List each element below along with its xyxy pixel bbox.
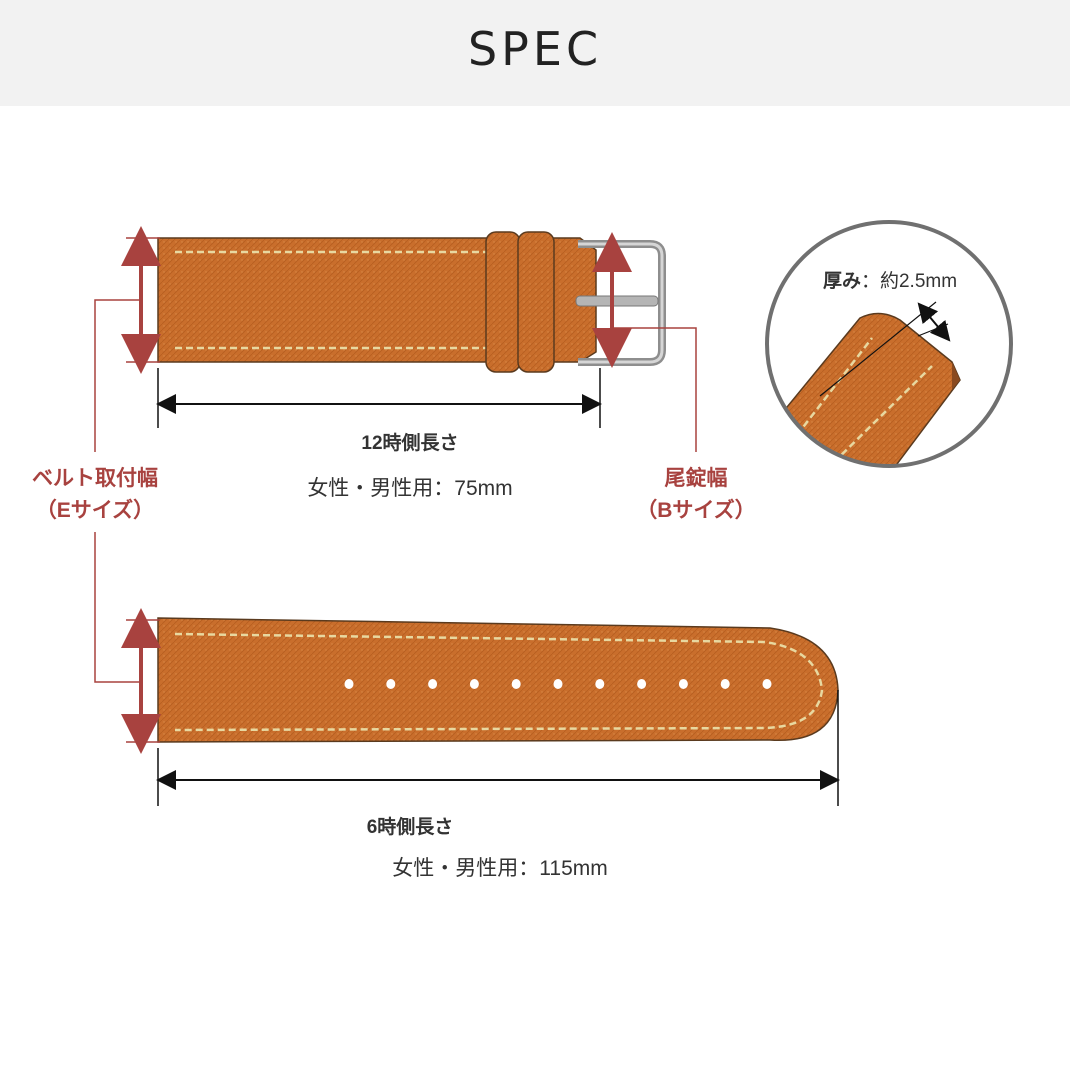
strap-hole bbox=[511, 679, 521, 689]
strap-hole bbox=[386, 679, 396, 689]
strap-hole bbox=[762, 679, 772, 689]
strap-hole bbox=[637, 679, 647, 689]
strap-hole bbox=[678, 679, 688, 689]
page-title: SPEC bbox=[467, 22, 603, 76]
strap-hole bbox=[720, 679, 730, 689]
buckle-width-dimension bbox=[592, 232, 697, 452]
thickness-label: 厚み：約2.5mm bbox=[800, 266, 980, 293]
thickness-value: ：約2.5mm bbox=[860, 271, 958, 292]
buckle-width-size: （Bサイズ） bbox=[636, 499, 756, 522]
upper-strap bbox=[157, 231, 597, 373]
lug-width-label: ベルト取付幅 bbox=[32, 467, 158, 490]
header-bar bbox=[0, 0, 1070, 106]
long-length-value: 女性・男性用：75mm bbox=[307, 477, 513, 500]
strap-holes bbox=[344, 679, 772, 689]
lug-width-dimension bbox=[94, 226, 161, 754]
strap-hole bbox=[469, 679, 479, 689]
lower-strap bbox=[157, 617, 839, 743]
strap-hole bbox=[595, 679, 605, 689]
thickness-detail bbox=[765, 220, 1013, 468]
short-length-value: 女性・男性用：115mm bbox=[392, 857, 608, 880]
strap-hole bbox=[553, 679, 563, 689]
long-length-dimension bbox=[156, 368, 602, 428]
thickness-title: 厚み bbox=[822, 271, 861, 292]
buckle-width-label: 尾錠幅 bbox=[664, 467, 728, 490]
long-length-label: 12時側長さ bbox=[361, 433, 459, 454]
lug-width-size: （Eサイズ） bbox=[35, 499, 155, 522]
short-length-label: 6時側長さ bbox=[366, 817, 454, 838]
short-length-dimension bbox=[156, 690, 840, 806]
strap-hole bbox=[344, 679, 354, 689]
strap-hole bbox=[428, 679, 438, 689]
